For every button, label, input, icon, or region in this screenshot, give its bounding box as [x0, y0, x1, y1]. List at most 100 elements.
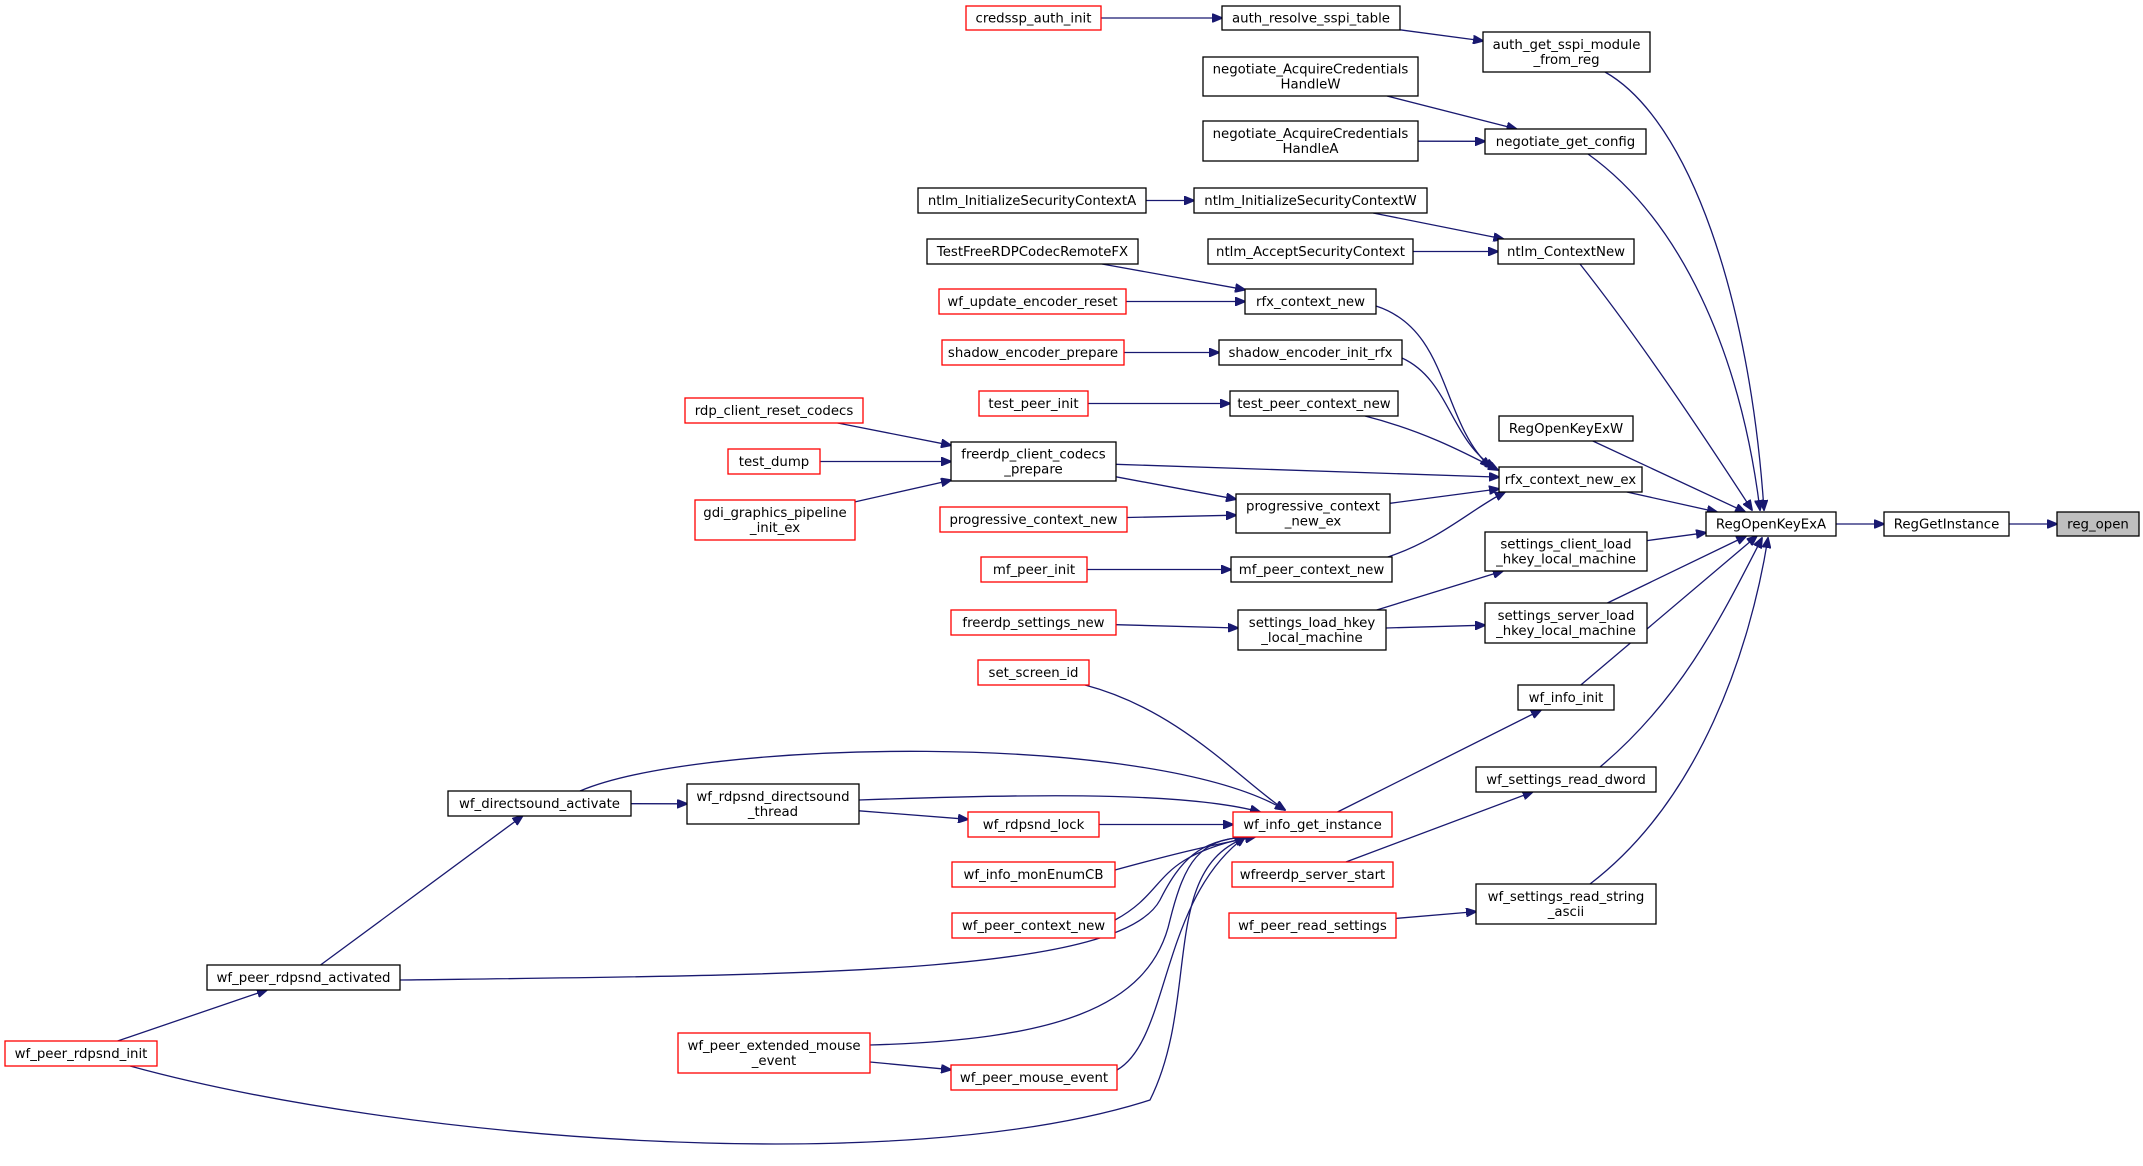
node-label: ntlm_ContextNew — [1507, 245, 1625, 260]
node-label: auth_resolve_sspi_table — [1232, 12, 1390, 27]
node-wf-settings-read-dword[interactable]: wf_settings_read_dword — [1475, 766, 1657, 793]
node-wf-peer-rdpsnd-init[interactable]: wf_peer_rdpsnd_init — [4, 1040, 158, 1067]
node-box — [1484, 531, 1648, 572]
node-settings-client-load-hkey-local-machine[interactable]: settings_client_load_hkey_local_machine — [1484, 531, 1648, 572]
node-label: RegOpenKeyExW — [1509, 422, 1623, 437]
node-wf-peer-extended-mouse-event[interactable]: wf_peer_extended_mouse_event — [677, 1032, 871, 1074]
node-regopenkeyexa[interactable]: RegOpenKeyExA — [1705, 511, 1837, 537]
edge-freerdp-client-codecs-prepare-to-rfx-context-new-ex — [1115, 463, 1499, 477]
node-ntlm-initializesecuritycontextw[interactable]: ntlm_InitializeSecurityContextW — [1193, 187, 1428, 214]
node-box — [965, 5, 1102, 31]
node-gdi-graphics-pipeline-init-ex[interactable]: gdi_graphics_pipeline_init_ex — [694, 499, 856, 541]
node-wf-peer-rdpsnd-activated[interactable]: wf_peer_rdpsnd_activated — [206, 964, 401, 991]
node-mf-peer-init[interactable]: mf_peer_init — [980, 556, 1088, 583]
node-box — [951, 861, 1116, 888]
node-label: test_dump — [739, 455, 809, 470]
node-wf-peer-read-settings[interactable]: wf_peer_read_settings — [1228, 912, 1397, 939]
edge-auth-resolve-sspi-table-to-auth-get-sspi-module-from-reg — [1399, 29, 1483, 41]
edge-wf-peer-rdpsnd-init-to-wf-info-get-instance — [129, 838, 1245, 1145]
node-freerdp-client-codecs-prepare[interactable]: freerdp_client_codecs_prepare — [950, 441, 1117, 482]
node-wf-directsound-activate[interactable]: wf_directsound_activate — [447, 790, 632, 817]
node-wf-info-monenumcb[interactable]: wf_info_monEnumCB — [951, 861, 1116, 888]
node-wf-rdpsnd-lock[interactable]: wf_rdpsnd_lock — [967, 811, 1100, 838]
node-box — [951, 912, 1116, 939]
node-reggetinstance[interactable]: RegGetInstance — [1883, 511, 2010, 537]
edge-freerdp-client-codecs-prepare-to-progressive-context-new-ex — [1115, 476, 1236, 499]
node-shadow-encoder-init-rfx[interactable]: shadow_encoder_init_rfx — [1218, 339, 1403, 366]
node-shadow-encoder-prepare[interactable]: shadow_encoder_prepare — [941, 339, 1125, 366]
node-wf-update-encoder-reset[interactable]: wf_update_encoder_reset — [938, 288, 1127, 315]
node-box — [686, 783, 860, 825]
node-progressive-context-new[interactable]: progressive_context_new — [939, 506, 1128, 533]
node-wf-peer-context-new[interactable]: wf_peer_context_new — [951, 912, 1116, 939]
node-label: _prepare — [1003, 463, 1062, 478]
node-label: negotiate_AcquireCredentials — [1213, 127, 1409, 142]
edge-auth-get-sspi-module-from-reg-to-regopenkeyexa — [1604, 71, 1764, 510]
node-box — [2056, 511, 2140, 537]
node-label: ntlm_InitializeSecurityContextW — [1204, 194, 1416, 209]
node-auth-resolve-sspi-table[interactable]: auth_resolve_sspi_table — [1221, 5, 1401, 31]
node-box — [684, 397, 864, 424]
node-label: shadow_encoder_init_rfx — [1228, 346, 1392, 361]
node-box — [1237, 609, 1387, 651]
node-box — [1497, 238, 1635, 265]
node-box — [1482, 31, 1651, 73]
node-test-peer-context-new[interactable]: test_peer_context_new — [1229, 390, 1399, 417]
node-reg-open[interactable]: reg_open — [2056, 511, 2140, 537]
node-ntlm-initializesecuritycontexta[interactable]: ntlm_InitializeSecurityContextA — [917, 187, 1147, 214]
edge-gdi-graphics-pipeline-init-ex-to-freerdp-client-codecs-prepare — [854, 480, 951, 503]
edge-wf-settings-read-dword-to-regopenkeyexa — [1599, 538, 1762, 768]
node-wf-info-get-instance[interactable]: wf_info_get_instance — [1232, 811, 1393, 838]
node-settings-load-hkey-local-machine[interactable]: settings_load_hkey_local_machine — [1237, 609, 1387, 651]
node-label: _event — [751, 1054, 797, 1069]
node-ntlm-acceptsecuritycontext[interactable]: ntlm_AcceptSecurityContext — [1207, 238, 1414, 265]
node-box — [1705, 511, 1837, 537]
node-label: mf_peer_context_new — [1239, 563, 1385, 578]
node-progressive-context-new-ex[interactable]: progressive_context_new_ex — [1235, 493, 1391, 534]
node-auth-get-sspi-module-from-reg[interactable]: auth_get_sspi_module_from_reg — [1482, 31, 1651, 73]
node-credssp-auth-init[interactable]: credssp_auth_init — [965, 5, 1102, 31]
node-label: HandleW — [1280, 78, 1340, 93]
edge-freerdp-settings-new-to-settings-load-hkey-local-machine — [1115, 625, 1238, 628]
node-label: _thread — [747, 805, 798, 820]
node-mf-peer-context-new[interactable]: mf_peer_context_new — [1230, 556, 1393, 583]
node-box — [950, 1064, 1118, 1091]
node-regopenkeyexw[interactable]: RegOpenKeyExW — [1498, 415, 1634, 442]
node-rdp-client-reset-codecs[interactable]: rdp_client_reset_codecs — [684, 397, 864, 424]
node-settings-server-load-hkey-local-machine[interactable]: settings_server_load_hkey_local_machine — [1484, 602, 1648, 644]
node-ntlm-contextnew[interactable]: ntlm_ContextNew — [1497, 238, 1635, 265]
edge-shadow-encoder-init-rfx-to-rfx-context-new-ex — [1401, 357, 1495, 468]
node-wf-info-init[interactable]: wf_info_init — [1517, 684, 1615, 711]
node-rfx-context-new[interactable]: rfx_context_new — [1244, 288, 1377, 315]
node-box — [938, 288, 1127, 315]
node-freerdp-settings-new[interactable]: freerdp_settings_new — [950, 609, 1117, 636]
node-box — [447, 790, 632, 817]
node-negotiate-get-config[interactable]: negotiate_get_config — [1484, 128, 1647, 155]
edge-rfx-context-new-to-rfx-context-new-ex — [1375, 305, 1490, 467]
node-rfx-context-new-ex[interactable]: rfx_context_new_ex — [1498, 466, 1643, 493]
node-box — [1517, 684, 1615, 711]
node-label: HandleA — [1283, 142, 1339, 157]
node-label: ntlm_InitializeSecurityContextA — [928, 194, 1136, 209]
edge-rdp-client-reset-codecs-to-freerdp-client-codecs-prepare — [837, 422, 951, 445]
edge-ntlm-contextnew-to-regopenkeyexa — [1579, 263, 1752, 510]
node-label: test_peer_context_new — [1237, 397, 1390, 412]
node-box — [1202, 56, 1419, 97]
node-label: wfreerdp_server_start — [1240, 868, 1386, 883]
node-wf-settings-read-string-ascii[interactable]: wf_settings_read_string_ascii — [1475, 883, 1657, 925]
node-wfreerdp-server-start[interactable]: wfreerdp_server_start — [1231, 861, 1394, 888]
node-wf-peer-mouse-event[interactable]: wf_peer_mouse_event — [950, 1064, 1118, 1091]
node-box — [1228, 912, 1397, 939]
node-testfreerdpcodecremotefx[interactable]: TestFreeRDPCodecRemoteFX — [926, 238, 1139, 265]
node-wf-rdpsnd-directsound-thread[interactable]: wf_rdpsnd_directsound_thread — [686, 783, 860, 825]
node-label: negotiate_get_config — [1496, 135, 1635, 150]
node-test-peer-init[interactable]: test_peer_init — [978, 390, 1089, 417]
edge-wf-peer-context-new-to-wf-info-get-instance — [1114, 838, 1245, 921]
node-test-dump[interactable]: test_dump — [727, 448, 821, 475]
node-label: progressive_context_new — [949, 513, 1117, 528]
edge-settings-load-hkey-local-machine-to-settings-server-load-hkey-local-machine — [1385, 625, 1485, 628]
node-set-screen-id[interactable]: set_screen_id — [977, 659, 1090, 686]
node-label: _init_ex — [749, 521, 800, 536]
